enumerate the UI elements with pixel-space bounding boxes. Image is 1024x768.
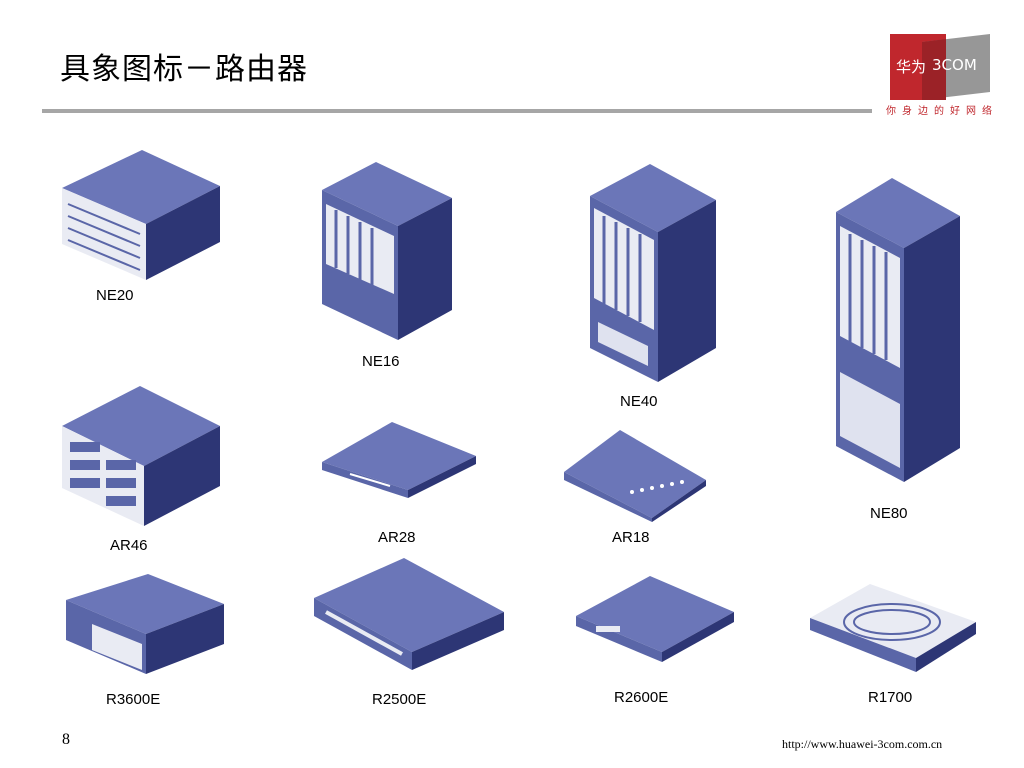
r2500e-label: R2500E [372, 691, 427, 708]
footer-url: http://www.huawei-3com.com.cn [782, 737, 943, 751]
r3600e-label: R3600E [106, 691, 161, 708]
r1700-router-icon [810, 584, 976, 672]
r2600e-router-icon [576, 576, 734, 662]
r2600e-label: R2600E [614, 689, 669, 706]
ne16-router-icon [322, 162, 452, 340]
ar46-router-icon [62, 386, 220, 526]
page-number: 8 [62, 731, 70, 748]
ar18-router-icon [564, 430, 706, 522]
ar46-label: AR46 [110, 537, 148, 554]
ne40-label: NE40 [620, 393, 658, 410]
ne80-router-icon [836, 178, 960, 482]
logo-brand-en: 3COM [932, 56, 977, 74]
r3600e-router-icon [66, 574, 224, 674]
title-divider [42, 109, 872, 113]
ar18-label: AR18 [612, 529, 650, 546]
r2500e-router-icon [314, 558, 504, 670]
logo-brand-cn: 华为 [896, 58, 927, 76]
ne16-label: NE16 [362, 353, 400, 370]
ne80-label: NE80 [870, 505, 908, 522]
h3c-logo: 华为 3COM [884, 32, 994, 102]
ne20-router-icon [62, 150, 220, 280]
r1700-label: R1700 [868, 689, 913, 706]
ne20-label: NE20 [96, 287, 134, 304]
slide-title: 具象图标－路由器 [60, 52, 308, 87]
ne40-router-icon [590, 164, 716, 382]
ar28-router-icon [322, 422, 476, 498]
logo-tagline: 你身边的好网络 [886, 106, 998, 117]
ar28-label: AR28 [378, 529, 416, 546]
